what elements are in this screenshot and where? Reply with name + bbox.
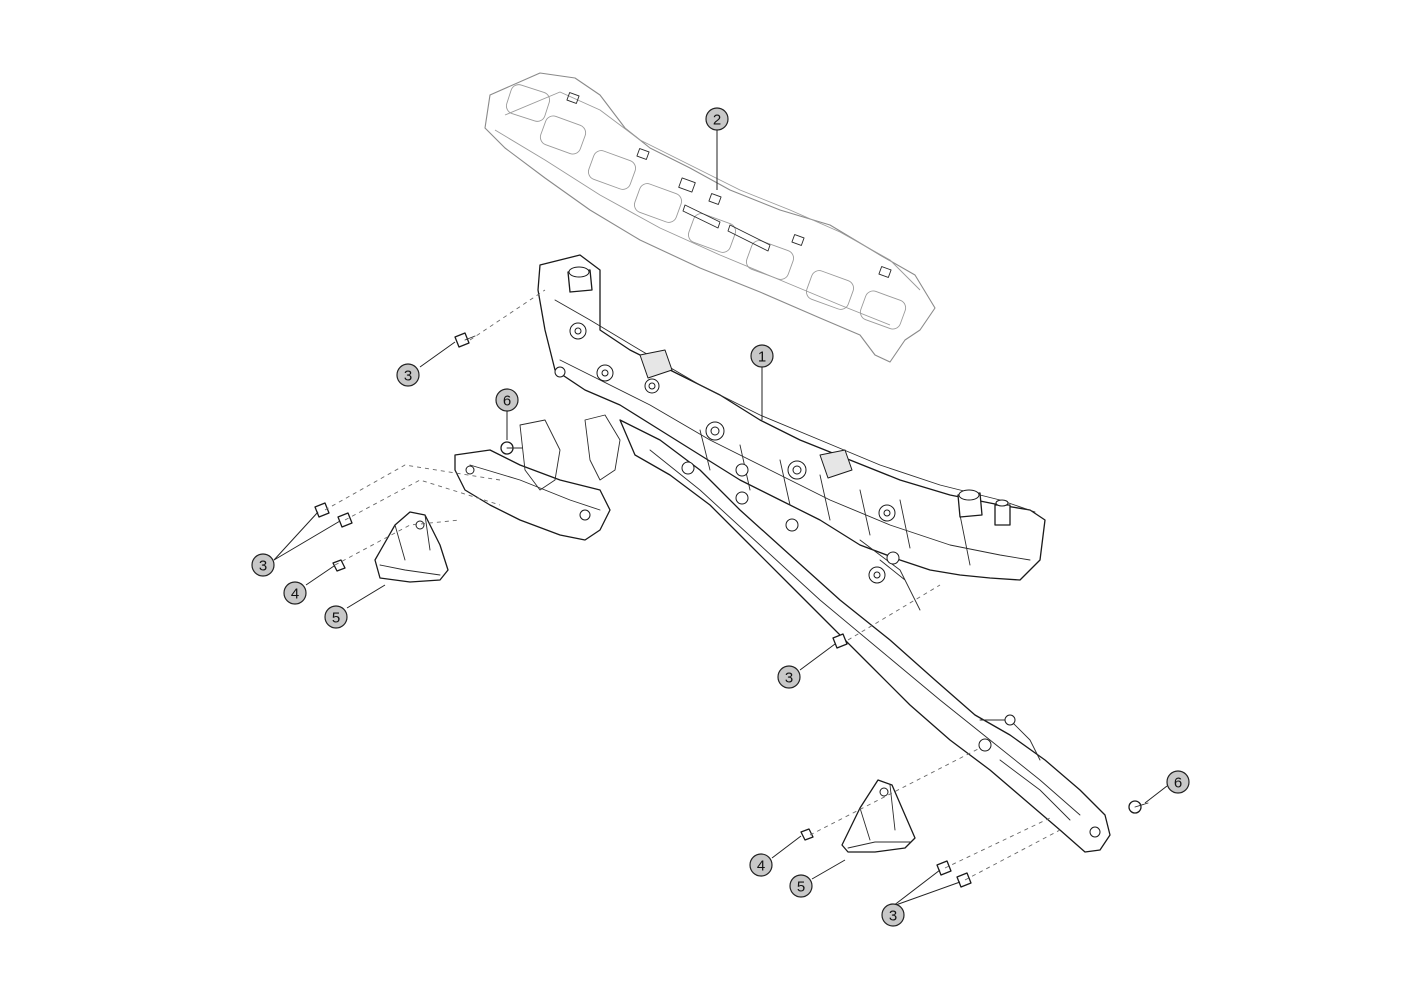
part-5-bracket-left [374, 511, 449, 583]
leader-lines [273, 130, 1168, 907]
callout-5-left: 5 [324, 605, 348, 629]
callout-1: 1 [750, 344, 774, 368]
svg-text:3: 3 [889, 908, 897, 925]
svg-text:1: 1 [758, 349, 766, 366]
callout-4-left: 4 [283, 581, 307, 605]
part-1-carrier-frame [454, 254, 1111, 853]
svg-text:3: 3 [259, 558, 267, 575]
callout-3-upper-left: 3 [396, 363, 420, 387]
part-5-bracket-right [841, 779, 916, 853]
part-2-cover-plate [484, 72, 936, 363]
svg-text:3: 3 [785, 670, 793, 687]
bolts-3-left [314, 502, 353, 528]
screw-4-left [332, 559, 346, 572]
svg-text:3: 3 [404, 368, 412, 385]
callout-3-center: 3 [777, 665, 801, 689]
svg-text:6: 6 [1174, 775, 1182, 792]
callout-6-right: 6 [1166, 770, 1190, 794]
bolt-3-upper-left [454, 332, 476, 348]
bolts-3-right [936, 860, 972, 888]
callout-3-right: 3 [881, 903, 905, 927]
callout-6-left: 6 [495, 388, 519, 412]
callout-2: 2 [705, 107, 729, 131]
bolt-6-left [500, 441, 523, 455]
screw-4-right [800, 828, 814, 841]
svg-text:4: 4 [291, 586, 299, 603]
bolt-6-right [1128, 800, 1149, 814]
svg-text:5: 5 [797, 879, 805, 896]
assembly-lines [324, 289, 1061, 881]
bolt-3-center [832, 633, 848, 649]
svg-text:4: 4 [757, 858, 765, 875]
callout-3-left: 3 [251, 553, 275, 577]
svg-text:2: 2 [713, 112, 721, 129]
callout-5-right: 5 [789, 874, 813, 898]
svg-text:6: 6 [503, 393, 511, 410]
callout-4-right: 4 [749, 853, 773, 877]
svg-text:5: 5 [332, 610, 340, 627]
